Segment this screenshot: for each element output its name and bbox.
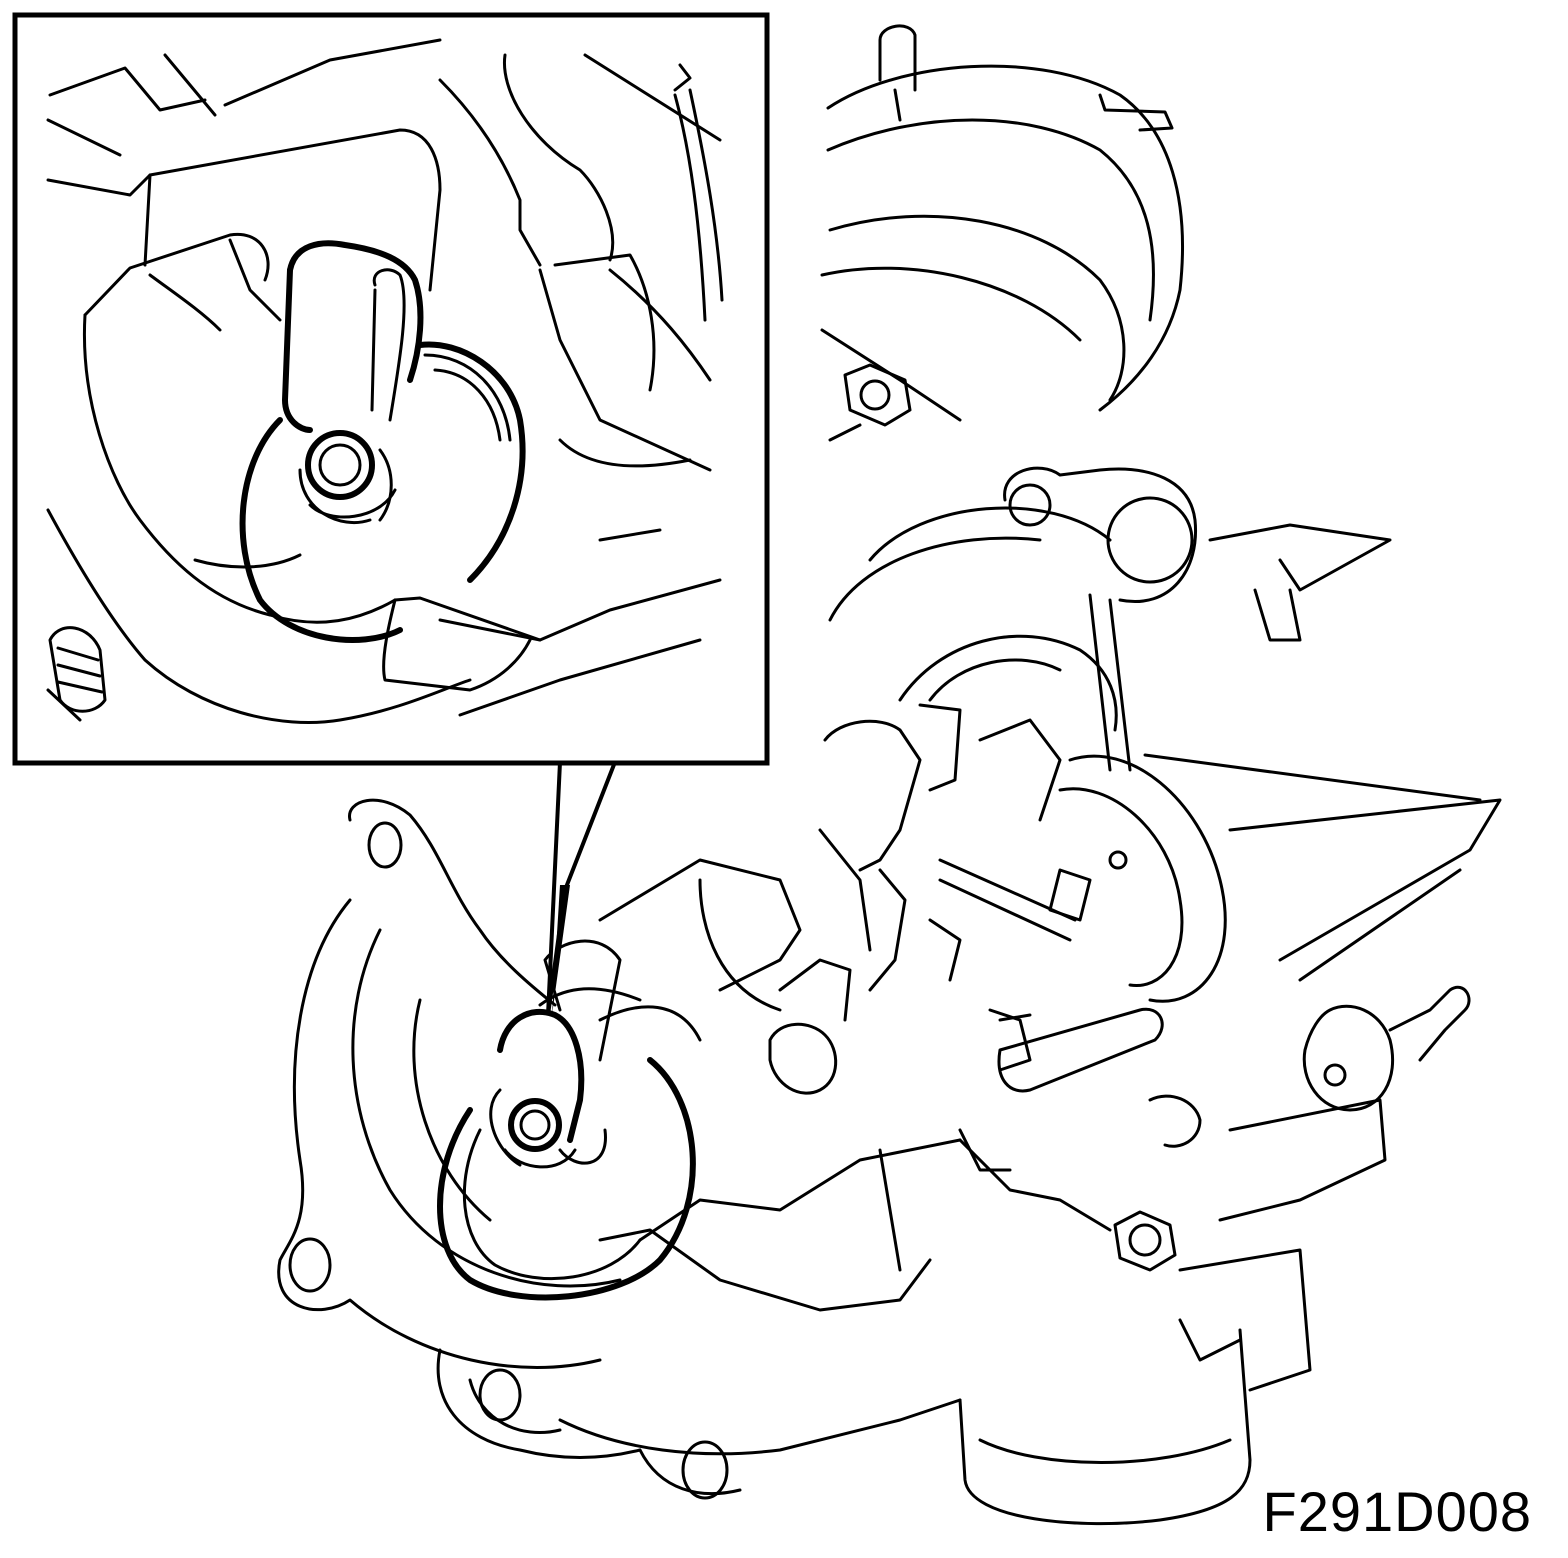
- turbine-blades: [768, 703, 1164, 1095]
- compressor-housing: [820, 24, 1184, 422]
- detail-inset: [12, 12, 770, 1016]
- turbine-housing: [828, 506, 1227, 1003]
- inset-stud: [46, 626, 107, 722]
- wastegate-rod: [1143, 523, 1502, 1112]
- bolt-upper: [828, 363, 912, 442]
- outlet-flange: [436, 1094, 1387, 1526]
- wastegate-lever-main: [437, 939, 696, 1301]
- inset-housing: [46, 38, 724, 724]
- bolt-lower: [1113, 1210, 1177, 1272]
- inset-wastegate-lever: [239, 240, 526, 643]
- turbocharger-assembly: [277, 24, 1502, 1526]
- callout-pointer: [546, 760, 618, 1016]
- exhaust-volute: [277, 798, 1112, 1369]
- figure-code: F291D008: [1262, 1480, 1532, 1543]
